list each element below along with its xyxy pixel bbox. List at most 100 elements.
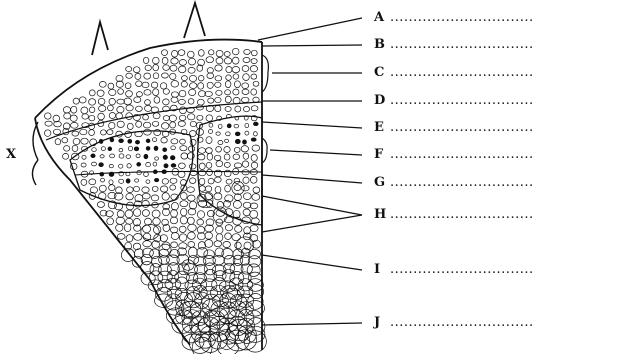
tissue-cell (248, 272, 261, 283)
tissue-cell (53, 115, 60, 122)
tissue-cell (205, 232, 213, 239)
tissue-cell (108, 105, 114, 111)
answer-line-j[interactable]: ............................... (390, 316, 626, 330)
tissue-cell (225, 185, 231, 192)
tissue-cell (64, 113, 71, 119)
tissue-cell (89, 115, 95, 121)
answer-line-d[interactable]: ............................... (390, 94, 626, 108)
tissue-cell (247, 279, 263, 292)
tissue-cell (151, 195, 159, 201)
tissue-cell (225, 233, 232, 240)
tissue-cell (171, 92, 178, 97)
tissue-cell (206, 162, 212, 168)
tissue-cell (235, 226, 242, 233)
tissue-cell (81, 179, 87, 185)
answer-line-e[interactable]: ............................... (390, 121, 626, 135)
tissue-cell (137, 163, 141, 167)
tissue-cell (181, 81, 187, 87)
tissue-cell (208, 98, 214, 103)
side-label-x: X (6, 148, 16, 162)
tissue-cell (242, 83, 249, 89)
leader-g (262, 175, 362, 183)
tissue-cell (232, 57, 239, 64)
tissue-cell (215, 82, 221, 87)
tissue-cell (250, 203, 258, 209)
tissue-cell (252, 145, 260, 151)
leader-a (258, 18, 362, 40)
leader-lines (258, 18, 362, 325)
tissue-cell (209, 123, 213, 127)
tissue-cell (234, 163, 241, 168)
tissue-cell (89, 107, 95, 113)
tissue-cell (109, 185, 115, 191)
tissue-cell (71, 122, 79, 128)
tissue-cell (97, 202, 104, 208)
answer-line-c[interactable]: ............................... (390, 66, 626, 80)
answer-line-i[interactable]: ............................... (390, 263, 626, 277)
tissue-cell (216, 147, 222, 153)
answer-line-b[interactable]: ............................... (390, 38, 626, 52)
tissue-cell (212, 278, 226, 292)
tissue-cell (180, 216, 187, 224)
tissue-cell (162, 123, 169, 130)
tissue-cell (243, 193, 251, 200)
tissue-cell (119, 139, 124, 143)
tissue-cell (235, 139, 240, 143)
tissue-cell (251, 162, 257, 168)
tissue-cell (245, 131, 249, 135)
answer-line-a[interactable]: ............................... (390, 11, 626, 25)
tissue-cell (163, 99, 170, 105)
tissue-cell (189, 89, 196, 95)
tissue-cell (117, 211, 124, 218)
tissue-cell (207, 153, 213, 160)
answer-line-f[interactable]: ............................... (390, 148, 626, 162)
tissue-cell (253, 122, 258, 126)
tissue-cell (109, 89, 116, 95)
tissue-cell (143, 57, 149, 63)
tissue-cell (152, 210, 160, 218)
tissue-cell (218, 124, 222, 128)
tissue-cell (225, 81, 231, 88)
tissue-cell (53, 129, 60, 134)
tissue-cell (146, 162, 151, 166)
answer-line-h[interactable]: ............................... (390, 208, 626, 222)
tissue-cell (142, 187, 149, 193)
tissue-cell (179, 90, 186, 97)
tissue-cell (232, 48, 239, 55)
tissue-cell (223, 241, 231, 247)
tissue-cell (45, 113, 52, 119)
tissue-cell (82, 155, 86, 159)
tissue-cell (170, 122, 176, 128)
tissue-cell (45, 121, 52, 126)
tissue-cell (198, 83, 204, 90)
tissue-cell (224, 147, 230, 153)
tissue-cell (242, 161, 249, 167)
tissue-cell (198, 154, 205, 160)
label-letter-a: A (374, 11, 384, 25)
tissue-cell (208, 130, 212, 134)
tissue-cell (134, 147, 139, 151)
tissue-cell (153, 113, 160, 119)
tissue-cell (234, 147, 240, 152)
tissue-cell (172, 50, 178, 57)
tissue-cell (214, 241, 222, 247)
answer-line-g[interactable]: ............................... (390, 176, 626, 190)
tissue-cell (170, 65, 177, 71)
tissue-cell (146, 147, 150, 151)
tissue-cell (81, 163, 86, 167)
tissue-cell (92, 162, 97, 166)
tissue-cell (127, 164, 131, 168)
tissue-cell (144, 73, 151, 79)
tissue-cell (179, 60, 186, 66)
tissue-cell (63, 107, 70, 113)
tissue-cell (126, 193, 134, 200)
tissue-cell (146, 180, 150, 184)
tissue-cell (254, 132, 258, 136)
tissue-cell (225, 96, 231, 103)
tissue-cell (163, 89, 169, 95)
tissue-cell (181, 208, 187, 216)
tissue-cell (216, 234, 223, 242)
label-letter-j: J (374, 316, 380, 330)
tissue-cell (171, 81, 179, 88)
